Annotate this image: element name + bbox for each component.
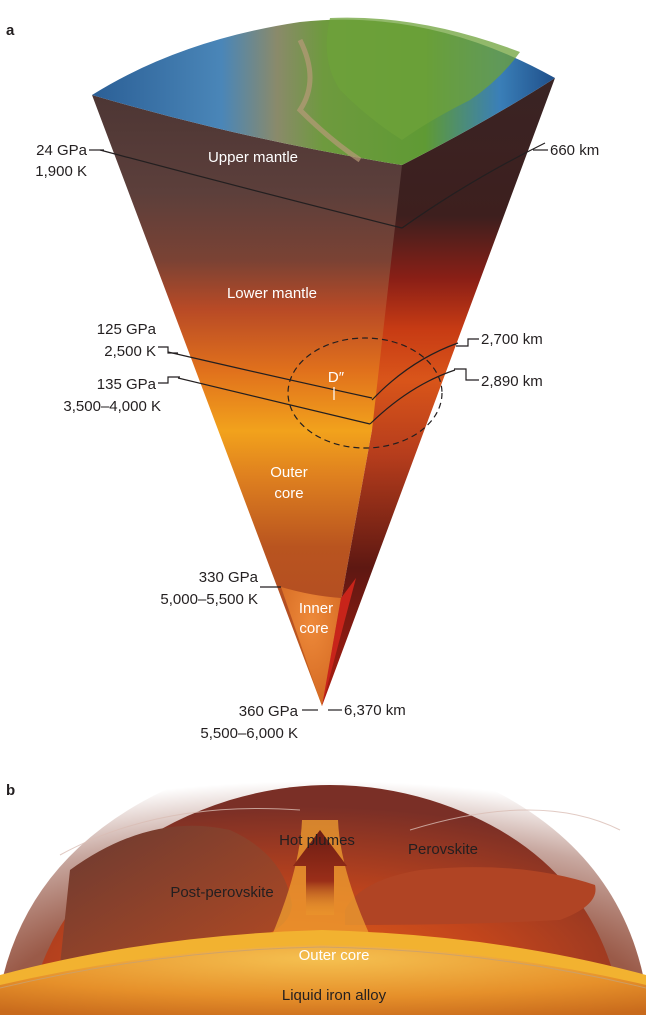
pressure-135: 135 GPa: [97, 376, 157, 393]
outer-core-body: [0, 945, 646, 1015]
post-perovskite-left-lens: [60, 825, 292, 965]
temperature-5000: 5,000–5,500 K: [160, 591, 258, 608]
panel-b-label: b: [6, 782, 15, 799]
leader-135: [158, 376, 180, 384]
right-annotations: 660 km 2,700 km 2,890 km 6,370 km: [328, 142, 599, 719]
label-outer-core-b: Outer core: [299, 947, 370, 964]
boundary-2890-left: [177, 377, 371, 425]
pressure-330: 330 GPa: [199, 569, 259, 586]
leader-2700: [456, 338, 479, 347]
andes-ridge: [296, 38, 362, 163]
depth-6370: 6,370 km: [344, 702, 406, 719]
boundary-2700-left: [167, 351, 373, 399]
leader-2890: [454, 368, 479, 381]
temperature-3500: 3,500–4,000 K: [63, 398, 161, 415]
boundary-2700-right: [371, 342, 459, 401]
panel-a-label: a: [6, 22, 15, 39]
earth-cross-section-wedge: [92, 17, 555, 706]
plume-arrow-icon: [293, 830, 347, 915]
wedge-right-face: [322, 78, 555, 706]
label-perovskite: Perovskite: [408, 841, 478, 858]
label-outer-core-1: Outer: [270, 464, 308, 481]
temperature-2500: 2,500 K: [104, 343, 156, 360]
pressure-125: 125 GPa: [97, 321, 157, 338]
temperature-5500: 5,500–6,000 K: [200, 725, 298, 742]
continent-shape: [326, 17, 520, 140]
label-upper-mantle: Upper mantle: [208, 149, 298, 166]
perovskite-boundary: [409, 809, 621, 831]
label-inner-core-1: Inner: [299, 600, 333, 617]
outer-core-surface-line: [0, 946, 646, 989]
mantle-upper-boundary: [59, 808, 301, 856]
depth-2700: 2,700 km: [481, 331, 543, 348]
label-liquid-iron: Liquid iron alloy: [282, 987, 387, 1004]
label-lower-mantle: Lower mantle: [227, 285, 317, 302]
left-annotations: 24 GPa 1,900 K 125 GPa 2,500 K 135 GPa 3…: [35, 142, 318, 742]
inner-core-right: [322, 578, 356, 706]
inner-core-left: [281, 587, 341, 706]
d-double-prime-ellipse: [287, 337, 443, 449]
boundary-660-left: [99, 149, 403, 229]
pressure-24: 24 GPa: [36, 142, 88, 159]
wedge-left-face: [92, 95, 402, 706]
depth-2890: 2,890 km: [481, 373, 543, 390]
label-inner-core-2: core: [299, 620, 328, 637]
boundary-2890-right: [369, 369, 456, 425]
pressure-360: 360 GPa: [239, 703, 299, 720]
depth-660: 660 km: [550, 142, 599, 159]
d-layer-cross-section: [0, 755, 646, 1015]
temperature-1900: 1,900 K: [35, 163, 87, 180]
post-perovskite-right-lens: [345, 867, 596, 925]
leader-125: [158, 346, 178, 354]
boundary-660-right: [401, 142, 546, 229]
label-d-double-prime: D″: [328, 369, 345, 386]
label-outer-core-2: core: [274, 485, 303, 502]
label-hot-plumes: Hot plumes: [279, 832, 355, 849]
label-post-perovskite: Post-perovskite: [170, 884, 273, 901]
